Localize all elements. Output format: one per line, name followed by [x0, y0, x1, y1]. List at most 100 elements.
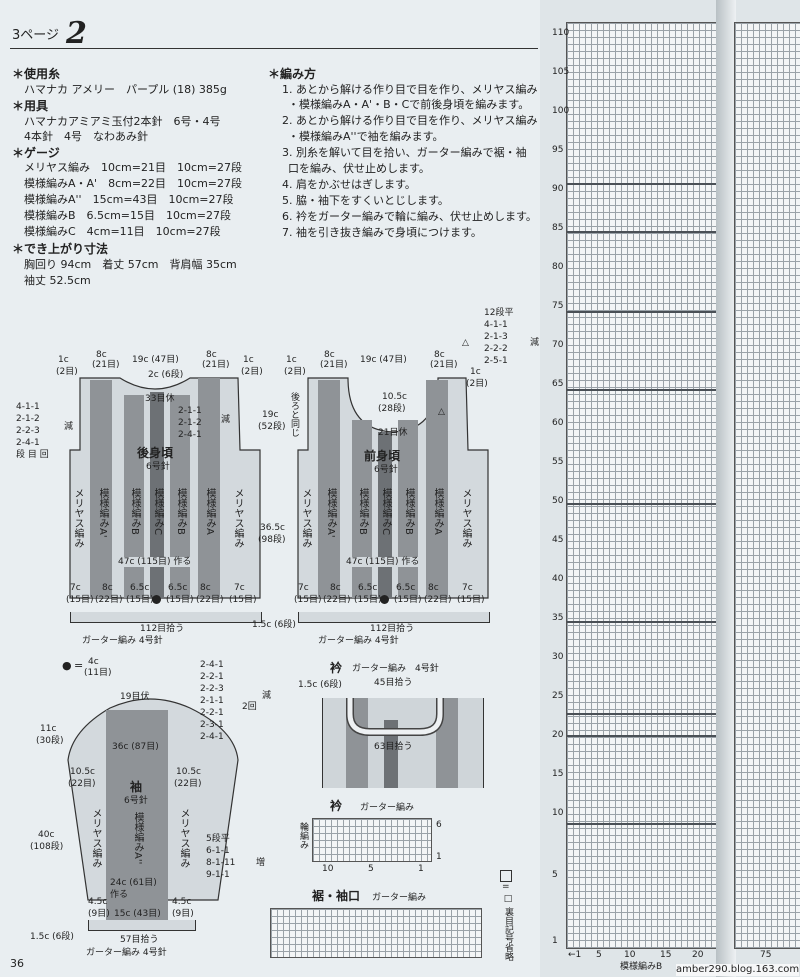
sleeve-cast: 作る — [110, 890, 129, 900]
hem-title: 裾・袖口 — [312, 889, 361, 903]
sleeve-edge: 4.5c — [88, 897, 108, 907]
side-dim: 19c — [262, 410, 279, 420]
dec-twice: 2回 — [242, 702, 257, 712]
col-label: 模様編みB — [403, 488, 414, 535]
sleeve-pattern: 模様編みA'' — [132, 812, 143, 865]
row-number: 15 — [552, 769, 564, 779]
pattern-strip — [124, 395, 144, 598]
dim-label: (15目) — [394, 595, 422, 605]
dot-legend-eq: = — [74, 659, 84, 672]
sleeve-side: 10.5c — [176, 767, 201, 777]
dim-label: (2目) — [466, 379, 488, 389]
dim-label: (22目) — [323, 595, 351, 605]
cast-on: 47c (115目) 作る — [346, 557, 420, 567]
col-label: 模様編みC — [380, 488, 391, 535]
size-line-1: 胸回り 94cm 着丈 57cm 背肩幅 35cm — [24, 258, 237, 271]
dim-label: 6.5c — [396, 583, 416, 593]
dec-row: 2-2-3 — [200, 684, 224, 694]
inc-row: 9-1-1 — [206, 870, 230, 880]
legend-eq: = — [502, 882, 510, 892]
sleeve-rows: (108段) — [30, 842, 64, 852]
inc-row: 8-1-11 — [206, 858, 236, 868]
pattern-strip — [352, 420, 372, 598]
front-body-title: 前身頃 — [364, 449, 401, 463]
yarn-text: ハマナカ アメリー パープル (18) 385g — [24, 83, 227, 96]
dec-label: 減 — [530, 338, 540, 348]
row-number: 60 — [552, 418, 564, 428]
dec-row: 2-4-1 — [178, 430, 202, 440]
dec-row: 段 目 回 — [16, 450, 49, 460]
side-dim: (52段) — [258, 422, 286, 432]
dim-label: 8c — [102, 583, 113, 593]
dim-label: 7c — [298, 583, 309, 593]
dec-row: 2-1-1 — [178, 406, 202, 416]
needle-size: 6号針 — [374, 465, 398, 475]
hem-stitch-chart — [270, 908, 482, 958]
dim-label: 1c — [286, 355, 297, 365]
col-label: メリヤス編み — [460, 488, 471, 548]
gauge-line: 模様編みB 6.5cm=15目 10cm=27段 — [24, 209, 231, 222]
book-gutter — [716, 0, 736, 977]
row-number: 50 — [552, 496, 564, 506]
sleeve-edge: (9目) — [172, 909, 194, 919]
pattern-strip — [398, 420, 418, 598]
side-dim: 36.5c — [260, 523, 285, 533]
collar-title: 衿 — [330, 661, 343, 675]
col-label: 模様編みA' — [325, 488, 336, 538]
dim-label: 6.5c — [130, 583, 150, 593]
collar-pick: 45目拾う — [374, 678, 413, 688]
tools-line-2: 4本針 4号 なわあみ針 — [24, 130, 148, 143]
garter-note: ガーター編み 4号針 — [82, 636, 163, 646]
sleeve-mer: メリヤス編み — [178, 808, 189, 868]
row-number: 75 — [552, 301, 564, 311]
back-neck-rest: 33目休 — [145, 394, 175, 404]
dec-label: 減 — [221, 415, 231, 425]
row-number: 1 — [552, 936, 558, 946]
dim-label: 6.5c — [358, 583, 378, 593]
collar-neckband — [346, 698, 444, 736]
dec-row: 2-5-1 — [484, 356, 508, 366]
sleeve-cap-height: 11c — [40, 724, 57, 734]
dim-label: (22目) — [95, 595, 123, 605]
band-height: 1.5c (6段) — [252, 620, 296, 630]
legend-text: □ 裏目記号省略 — [503, 894, 513, 961]
garter-note: ガーター編み 4号針 — [318, 636, 399, 646]
dim-label: 8c — [330, 583, 341, 593]
dec-label: 減 — [64, 422, 74, 432]
col-number: 10 — [322, 864, 334, 874]
row-number: 5 — [552, 870, 558, 880]
pick-up: 112目拾う — [140, 624, 185, 634]
col-number: 15 — [660, 950, 672, 960]
gauge-line: 模様編みC 4cm=11目 10cm=27段 — [24, 225, 221, 238]
dot-legend-symbol: ● — [62, 659, 72, 672]
pattern-strip — [106, 710, 168, 920]
band-height: 1.5c (6段) — [30, 932, 74, 942]
legend-box-icon — [500, 870, 512, 882]
inc-row: 6-1-1 — [206, 846, 230, 856]
dim-label: 1c — [58, 355, 69, 365]
triangle-mark: △ — [462, 338, 469, 348]
col-number: 75 — [760, 950, 772, 960]
method-step: 6. 衿をガーター編みで輪に編み、伏せ止めします。 — [282, 210, 537, 223]
dim-label: 1c — [243, 355, 254, 365]
dim-label: (22目) — [424, 595, 452, 605]
cast-on: 47c (115目) 作る — [118, 557, 192, 567]
col-label: メリヤス編み — [232, 488, 243, 548]
dim-label: (21目) — [320, 360, 348, 370]
same-as-back: 後ろと同じ — [289, 392, 299, 437]
col-label: 模様編みA — [432, 488, 443, 535]
sleeve-edge: 4.5c — [172, 897, 192, 907]
row-number: 45 — [552, 535, 564, 545]
marker-dot — [152, 595, 161, 604]
col-label: 模様編みA' — [97, 488, 108, 538]
sleeve-side: 10.5c — [70, 767, 95, 777]
garter-note: ガーター編み 4号針 — [86, 948, 167, 958]
dec-row: 2-2-1 — [200, 672, 224, 682]
sleeve-cap-rows: (30段) — [36, 736, 64, 746]
dim-label: (15目) — [126, 595, 154, 605]
dim-label: (15目) — [354, 595, 382, 605]
row-number: 80 — [552, 262, 564, 272]
marker-dot — [380, 595, 389, 604]
col-label: 模様編みB — [129, 488, 140, 535]
sleeve-length: 40c — [38, 830, 55, 840]
